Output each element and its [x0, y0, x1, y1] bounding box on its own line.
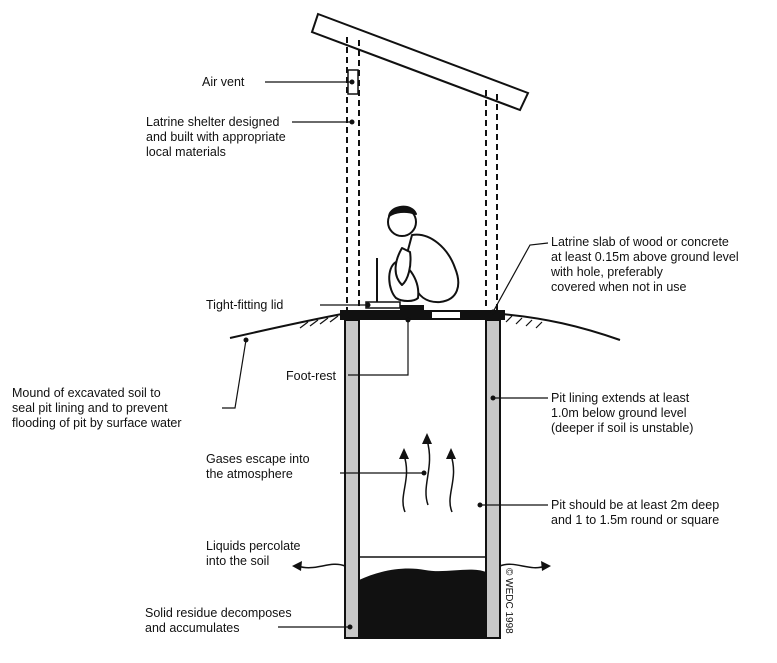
label-line: (deeper if soil is unstable)	[551, 421, 693, 435]
label-line: Pit should be at least 2m deep	[551, 498, 719, 512]
leader-lines	[222, 81, 549, 628]
label-line: Foot-rest	[286, 369, 337, 383]
pit-lining-left	[344, 319, 360, 639]
percolation-arrow-right	[499, 563, 546, 569]
mound-hatching	[299, 315, 543, 329]
label-lid: Tight-fitting lid	[206, 298, 283, 312]
label-line: and accumulates	[145, 621, 240, 635]
label-line: Solid residue decomposes	[145, 606, 292, 620]
label-foot-rest: Foot-rest	[286, 369, 337, 383]
gas-arrows	[402, 439, 455, 513]
label-line: local materials	[146, 145, 226, 159]
label-line: Pit lining extends at least	[551, 391, 690, 405]
copyright-notice: © WEDC 1998	[503, 568, 514, 634]
label-air-vent: Air vent	[202, 75, 245, 89]
roof	[310, 12, 530, 112]
squatting-person	[387, 205, 460, 304]
label-line: Air vent	[202, 75, 245, 89]
label-line: and 1 to 1.5m round or square	[551, 513, 719, 527]
label-line: seal pit lining and to prevent	[12, 401, 168, 415]
label-line: 1.0m below ground level	[551, 406, 687, 420]
tight-fitting-lid	[365, 301, 401, 309]
label-line: and built with appropriate	[146, 130, 286, 144]
label-line: Latrine slab of wood or concrete	[551, 235, 729, 249]
foot-rest	[400, 305, 424, 310]
slab-hole	[432, 312, 460, 318]
percolation-arrowhead-left	[292, 561, 302, 571]
label-line: into the soil	[206, 554, 269, 568]
label-line: Mound of excavated soil to	[12, 386, 161, 400]
percolation-arrow-left	[297, 563, 346, 569]
label-line: Tight-fitting lid	[206, 298, 283, 312]
percolation-arrowhead-right	[541, 561, 551, 571]
label-line: covered when not in use	[551, 280, 687, 294]
label-line: at least 0.15m above ground level	[551, 250, 739, 264]
gas-arrowheads	[399, 433, 456, 459]
label-line: Gases escape into	[206, 452, 310, 466]
label-line: flooding of pit by surface water	[12, 416, 182, 430]
solid-residue	[359, 568, 486, 638]
leader-dots	[243, 79, 496, 630]
label-line: with hole, preferably	[550, 265, 664, 279]
label-line: the atmosphere	[206, 467, 293, 481]
ground-line	[229, 313, 621, 341]
label-line: Latrine shelter designed	[146, 115, 279, 129]
pit-lining-right	[485, 319, 501, 639]
label-line: Liquids percolate	[206, 539, 301, 553]
latrine-slab	[340, 310, 505, 320]
